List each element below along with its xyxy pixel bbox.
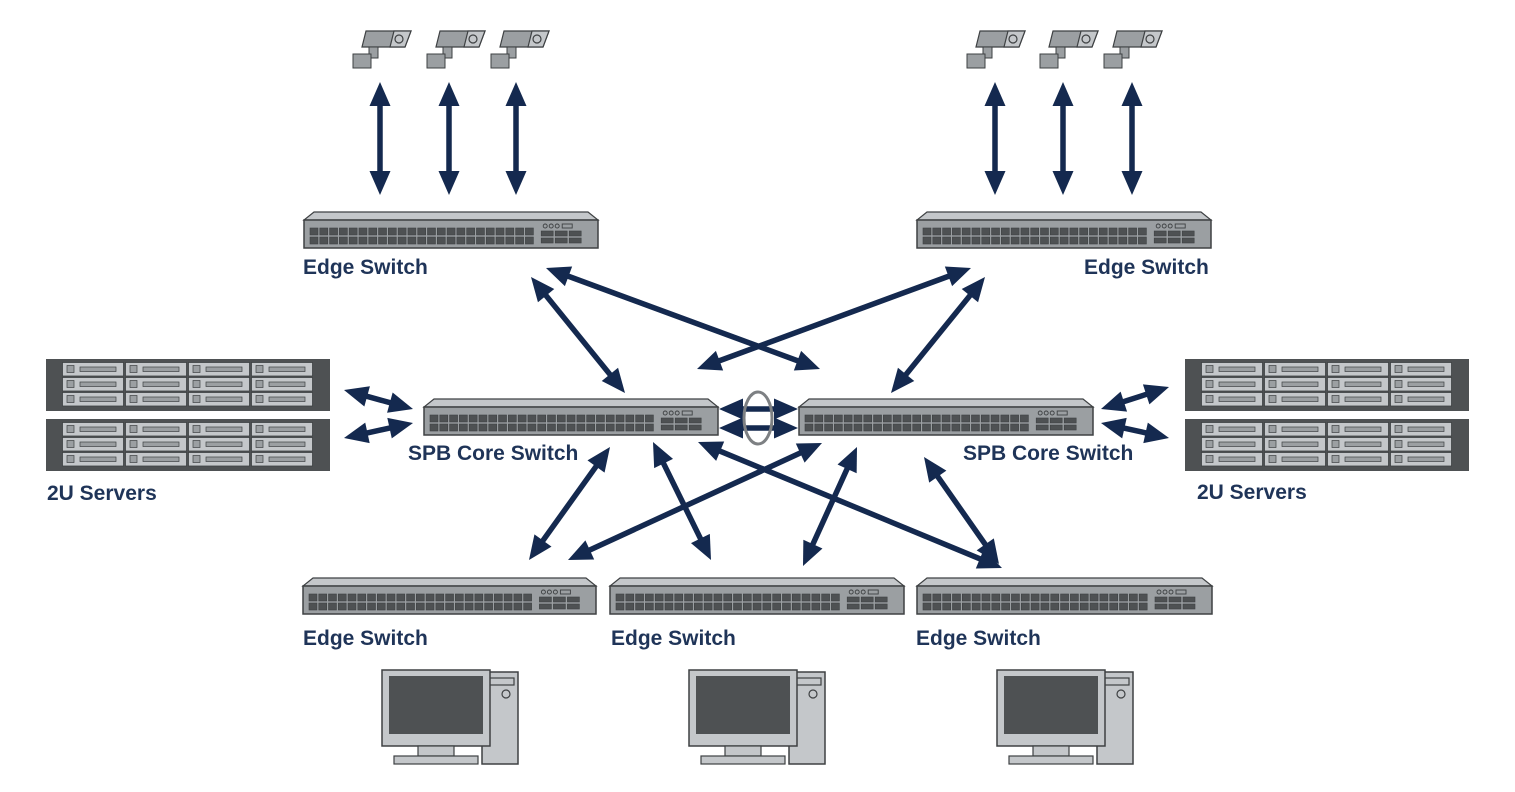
- edge-switch-bottom-2-label: Edge Switch: [611, 627, 736, 650]
- security-camera-icon-1: [352, 30, 412, 69]
- edge-switch-bottom-2: [608, 577, 906, 615]
- uplink-arrow-edge-tl-core-right: [546, 266, 820, 371]
- security-camera-icon-6: [1103, 30, 1163, 69]
- uplink-arrow-edge-tl-core-left: [531, 277, 625, 393]
- server-link-arrow-left-2: [344, 417, 413, 444]
- camera-link-arrow-4: [984, 82, 1006, 195]
- servers-right-label: 2U Servers: [1197, 481, 1307, 504]
- device-layer: [46, 30, 1469, 765]
- desktop-computer-icon-1: [381, 669, 519, 765]
- camera-link-arrow-3: [505, 82, 527, 195]
- core-interlink-arrow-1: [719, 398, 798, 420]
- edge-switch-bottom-1-label: Edge Switch: [303, 627, 428, 650]
- downlink-arrow-core-right-edge-2: [803, 447, 857, 566]
- downlink-arrow-core-left-edge-1: [529, 447, 610, 560]
- core-switch-left: [422, 398, 720, 436]
- link-aggregation-ellipse-icon: [742, 390, 774, 446]
- desktop-computer-icon-2: [688, 669, 826, 765]
- servers-left-label: 2U Servers: [47, 482, 157, 505]
- security-camera-icon-3: [490, 30, 550, 69]
- downlink-arrow-core-right-edge-3: [924, 457, 999, 564]
- uplink-arrow-edge-tr-core-right: [891, 277, 985, 393]
- security-camera-icon-5: [1039, 30, 1099, 69]
- edge-switch-top-left-label: Edge Switch: [303, 256, 428, 279]
- edge-switch-top-right: [915, 211, 1213, 249]
- uplink-arrow-edge-tr-core-left: [697, 266, 971, 371]
- server-link-arrow-right-1: [1101, 384, 1169, 412]
- edge-switch-bottom-3-label: Edge Switch: [916, 627, 1041, 650]
- core-switch-left-label: SPB Core Switch: [408, 442, 579, 465]
- camera-link-arrow-5: [1052, 82, 1074, 195]
- camera-link-arrow-2: [438, 82, 460, 195]
- core-interlink-arrow-2: [719, 417, 798, 439]
- camera-link-arrow-1: [369, 82, 391, 195]
- camera-link-arrow-6: [1121, 82, 1143, 195]
- downlink-arrow-core-right-edge-1: [568, 443, 822, 560]
- rack-server-right-1: [1185, 359, 1469, 411]
- server-link-arrow-left-1: [344, 386, 413, 413]
- desktop-computer-icon-3: [996, 669, 1134, 765]
- rack-server-left-2: [46, 419, 330, 471]
- server-link-arrow-right-2: [1101, 417, 1169, 444]
- edge-switch-bottom-1: [301, 577, 598, 615]
- security-camera-icon-2: [426, 30, 486, 69]
- core-switch-right-label: SPB Core Switch: [963, 442, 1134, 465]
- edge-switch-bottom-3: [915, 577, 1214, 615]
- rack-server-right-2: [1185, 419, 1469, 471]
- edge-switch-top-right-label: Edge Switch: [1084, 256, 1209, 279]
- rack-server-left-1: [46, 359, 330, 411]
- downlink-arrow-core-left-edge-2: [653, 442, 711, 560]
- connection-layer: [344, 82, 1169, 569]
- core-switch-right: [797, 398, 1095, 436]
- edge-switch-top-left: [302, 211, 600, 249]
- security-camera-icon-4: [966, 30, 1026, 69]
